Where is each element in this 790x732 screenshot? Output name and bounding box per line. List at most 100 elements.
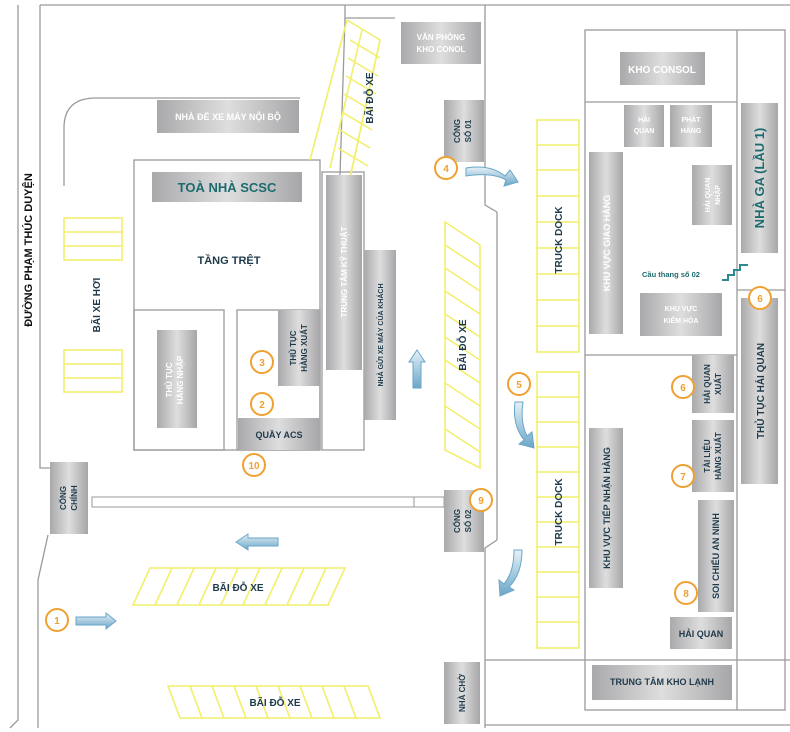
label-khu-vuc-kiem-hoa-2: KIỂM HÓA [664, 316, 699, 325]
marker-10[interactable] [242, 453, 266, 477]
arrow-up-icon [408, 349, 426, 389]
label-hai-quan-nhap-2: NHẬP [713, 185, 722, 205]
marker-labels: 1 2 3 4 5 6 6 7 8 9 10 [54, 164, 763, 627]
marker-7[interactable] [671, 464, 695, 488]
label-trung-tam-kho-lanh: TRUNG TÂM KHO LẠNH [610, 676, 714, 687]
block-hai-quan-nhap [692, 165, 732, 225]
label-bai-do-xe-top: BÃI ĐỖ XE [363, 72, 376, 123]
block-trung-tam-ky-thuat [326, 175, 362, 370]
marker-label-6a: 6 [757, 294, 763, 305]
marker-label-7: 7 [680, 472, 686, 483]
label-cong-so-01-2: SỐ 01 [463, 119, 473, 142]
block-khu-vuc-tiep-nhan-hang [589, 428, 623, 588]
marker-label-2: 2 [259, 400, 265, 411]
curved-arrow-down-icon-2 [498, 549, 523, 597]
label-khu-vuc-kiem-hoa-1: KHU VỰC [665, 306, 698, 313]
marker-label-10: 10 [248, 461, 260, 472]
stair-icon [722, 264, 748, 281]
marker-1[interactable] [45, 608, 69, 632]
label-nha-cho: NHÀ CHỜ [458, 674, 467, 712]
block-khu-vuc-kiem-hoa [640, 293, 722, 336]
marker-label-9: 9 [478, 496, 484, 507]
marker-5[interactable] [507, 372, 531, 396]
block-hai-quan-bottom [670, 617, 732, 649]
building-blocks [50, 22, 778, 724]
block-toa-nha-scsc [152, 172, 302, 202]
arrow-left-icon [235, 533, 279, 551]
label-nha-de-xe-may-noi-bo: NHÀ ĐỂ XE MÁY NỘI BỘ [175, 111, 281, 122]
label-cong-so-02-1: CỔNG [453, 509, 462, 533]
curved-arrow-down-icon [513, 401, 535, 449]
label-hai-quan-nhap-1: HẢI QUAN [703, 178, 712, 213]
block-kho-consol [620, 52, 705, 85]
label-bai-xe-hoi: BÃI XE HƠI [90, 277, 103, 332]
block-cong-so-01 [444, 100, 484, 162]
block-nha-ga [741, 103, 778, 253]
label-hai-quan-xuat-2: XUẤT [713, 373, 723, 395]
arrow-right-icon [75, 611, 117, 631]
block-cong-chinh [50, 462, 88, 534]
label-phat-hang-1: PHÁT [681, 115, 701, 124]
label-thu-tuc-hang-nhap-2: HÀNG NHẬP [176, 355, 185, 404]
marker-6a[interactable] [748, 286, 772, 310]
block-hai-quan-xuat [692, 355, 734, 413]
label-soi-chieu-an-ninh: SOI CHIẾU AN NINH [711, 513, 721, 599]
label-tang-tret: TẦNG TRỆT [198, 254, 261, 267]
direction-arrows [75, 166, 535, 631]
marker-label-4: 4 [443, 164, 449, 175]
label-phat-hang-2: HÀNG [681, 126, 702, 135]
label-khu-vuc-giao-hang: KHU VỰC GIAO HÀNG [602, 195, 612, 291]
block-nha-cho [444, 662, 480, 724]
label-bai-do-xe-bottom2: BÃI ĐỖ XE [249, 696, 300, 709]
block-quay-acs [238, 418, 320, 450]
block-van-phong-kho-conol [401, 22, 481, 64]
marker-9[interactable] [469, 488, 493, 512]
label-bai-do-xe-bottom1: BÃI ĐỖ XE [212, 581, 263, 594]
label-van-phong-kho-conol-1: VĂN PHÒNG [417, 33, 465, 42]
block-soi-chieu-an-ninh [698, 500, 734, 612]
label-quay-acs: QUẦY ACS [255, 430, 302, 440]
parking-stripes [63, 19, 580, 719]
marker-label-8: 8 [683, 589, 689, 600]
block-hai-quan-top [624, 105, 664, 147]
block-phat-hang [670, 105, 712, 147]
marker-3[interactable] [250, 350, 274, 374]
marker-8[interactable] [674, 581, 698, 605]
block-nha-de-xe-may-noi-bo [157, 100, 299, 133]
marker-label-1: 1 [54, 616, 60, 627]
label-cau-thang: Cầu thang số 02 [642, 270, 700, 279]
label-thu-tuc-hang-nhap-1: THỦ TỤC [165, 362, 174, 397]
label-bai-do-xe-mid: BÃI ĐỖ XE [456, 319, 469, 370]
label-hai-quan-bottom: HẢI QUAN [679, 628, 724, 639]
marker-4[interactable] [434, 156, 458, 180]
label-thu-tuc-hai-quan: THỦ TỤC HẢI QUAN [754, 343, 767, 439]
block-tai-lieu-hang-xuat [692, 420, 734, 492]
label-cong-chinh-2: CHÍNH [70, 485, 79, 511]
block-thu-tuc-hai-quan [741, 298, 778, 484]
marker-label-3: 3 [259, 358, 265, 369]
label-hai-quan-top-2: QUAN [634, 128, 655, 135]
label-cong-so-01-1: CỔNG [453, 119, 462, 143]
label-thu-tuc-hang-xuat-2: HÀNG XUẤT [299, 324, 309, 372]
block-nha-gui-xe-may [364, 250, 396, 420]
block-khu-vuc-giao-hang [589, 152, 623, 334]
marker-6b[interactable] [671, 375, 695, 399]
markers [45, 156, 772, 632]
label-cong-so-02-2: SỐ 02 [463, 509, 473, 532]
label-tai-lieu-hang-xuat-2: HÀNG XUẤT [713, 432, 723, 480]
block-thu-tuc-hang-nhap [157, 330, 197, 428]
block-trung-tam-kho-lanh [592, 665, 732, 700]
marker-2[interactable] [250, 392, 274, 416]
label-van-phong-kho-conol-2: KHO CONOL [417, 45, 466, 54]
label-cong-chinh-1: CỔNG [59, 486, 68, 510]
label-trung-tam-ky-thuat: TRUNG TÂM KỸ THUẬT [340, 227, 349, 318]
label-toa-nha-scsc: TOÀ NHÀ SCSC [178, 180, 277, 195]
label-hai-quan-xuat-1: HẢI QUAN [703, 364, 712, 404]
label-truck-dock-lower: TRUCK DOCK [554, 478, 565, 546]
label-hai-quan-top-1: HẢI [638, 115, 650, 124]
label-khu-vuc-tiep-nhan-hang: KHU VỰC TIẾP NHẬN HÀNG [601, 447, 612, 569]
marker-label-5: 5 [516, 380, 522, 391]
label-tai-lieu-hang-xuat-1: TÀI LIỆU [703, 439, 712, 473]
labels: ĐƯỜNG PHẠM THÚC DUYỆN VĂN PHÒNG KHO CONO… [22, 33, 767, 712]
